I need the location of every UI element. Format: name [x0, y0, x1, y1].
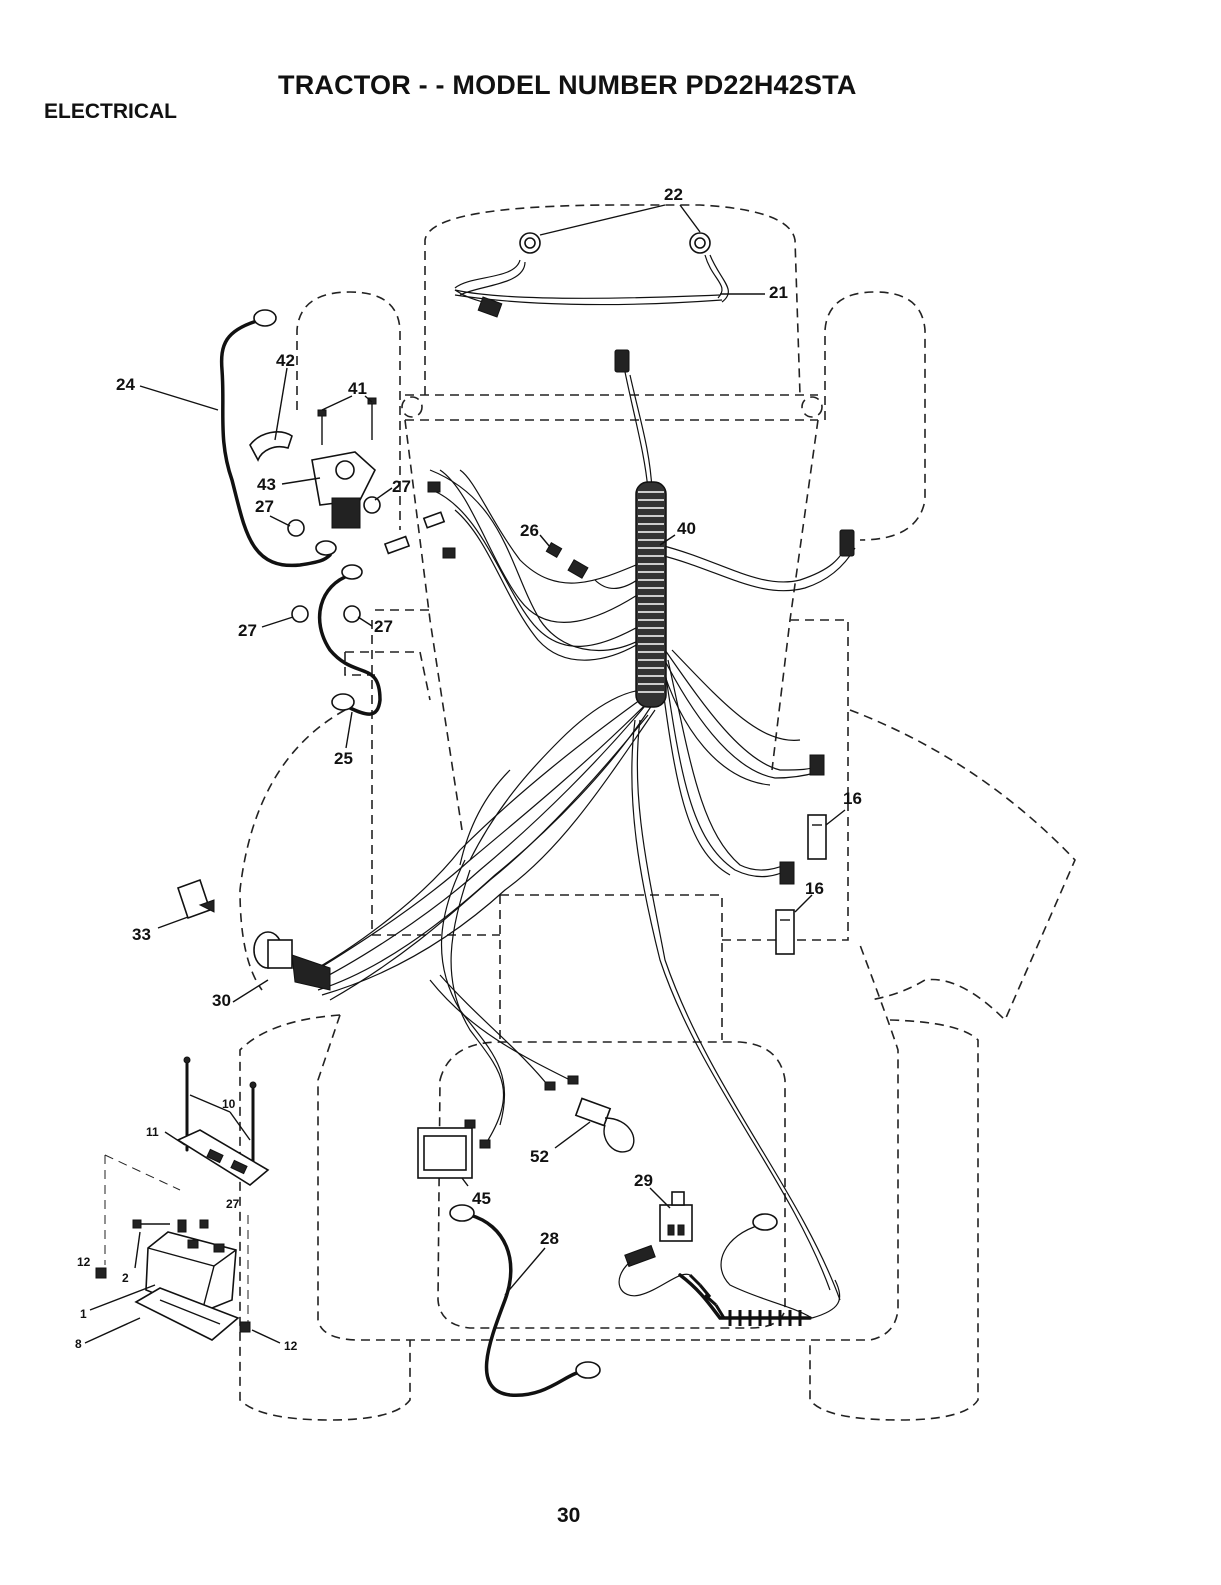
callout-27: 27 [255, 497, 274, 516]
ring-terminal [342, 565, 362, 579]
callout-26: 26 [520, 521, 539, 540]
wire-terminal [545, 1082, 555, 1090]
hour-meter [418, 1128, 472, 1178]
wire-terminal [424, 512, 444, 528]
terminal-cover [250, 432, 292, 460]
callout-8: 8 [75, 1337, 82, 1351]
battery-cable-positive [320, 575, 380, 714]
callout-27: 27 [374, 617, 393, 636]
harness-conduit [636, 482, 666, 707]
headlight-bulb-right [690, 233, 710, 253]
hex-nut [292, 606, 308, 622]
callout-30: 30 [212, 991, 231, 1010]
callout-12: 12 [77, 1255, 91, 1269]
hex-nut [364, 497, 380, 513]
headlight-harness [455, 255, 728, 317]
callout-21: 21 [769, 283, 788, 302]
callout-24: 24 [116, 375, 135, 394]
callout-27: 27 [238, 621, 257, 640]
callout-43: 43 [257, 475, 276, 494]
page-number: 30 [557, 1504, 580, 1528]
callout-12: 12 [284, 1339, 298, 1353]
callout-33: 33 [132, 925, 151, 944]
wire-connector [546, 543, 588, 579]
headlight-bulb-left [520, 233, 540, 253]
pto-clutch-harness [619, 1214, 840, 1326]
dash-connector [615, 350, 629, 372]
callout-41: 41 [348, 379, 367, 398]
callout-10: 10 [222, 1097, 236, 1111]
battery-bolt [133, 1220, 208, 1232]
hex-nut [288, 520, 304, 536]
callout-28: 28 [540, 1229, 559, 1248]
wire-terminal [480, 1140, 490, 1148]
callout-2: 2 [122, 1271, 129, 1285]
callout-22: 22 [664, 185, 683, 204]
ring-terminal [316, 541, 336, 555]
callout-27: 27 [392, 477, 411, 496]
ground-cable [450, 1205, 600, 1395]
leader-line [105, 1155, 180, 1190]
callout-11: 11 [146, 1125, 159, 1139]
main-wiring-harness [300, 372, 855, 1300]
callout-25: 25 [334, 749, 353, 768]
fuse-holder [576, 1098, 634, 1152]
callout-16: 16 [843, 789, 862, 808]
hex-nut [240, 1322, 250, 1332]
callout-52: 52 [530, 1147, 549, 1166]
hex-nut [96, 1268, 106, 1278]
wire-terminal [568, 1076, 578, 1084]
callout-1: 1 [80, 1307, 87, 1321]
callout-29: 29 [634, 1171, 653, 1190]
pto-switch [660, 1192, 692, 1241]
callout-45: 45 [472, 1189, 491, 1208]
callout-27: 27 [226, 1197, 240, 1211]
callout-42: 42 [276, 351, 295, 370]
relay [178, 880, 214, 918]
wire-terminal [385, 537, 409, 554]
wire-terminal [428, 482, 440, 492]
wire-terminal [465, 1120, 475, 1128]
wire-terminal [443, 548, 455, 558]
hex-nut [344, 606, 360, 622]
callout-40: 40 [677, 519, 696, 538]
wire-connector [840, 530, 854, 556]
callout-16: 16 [805, 879, 824, 898]
